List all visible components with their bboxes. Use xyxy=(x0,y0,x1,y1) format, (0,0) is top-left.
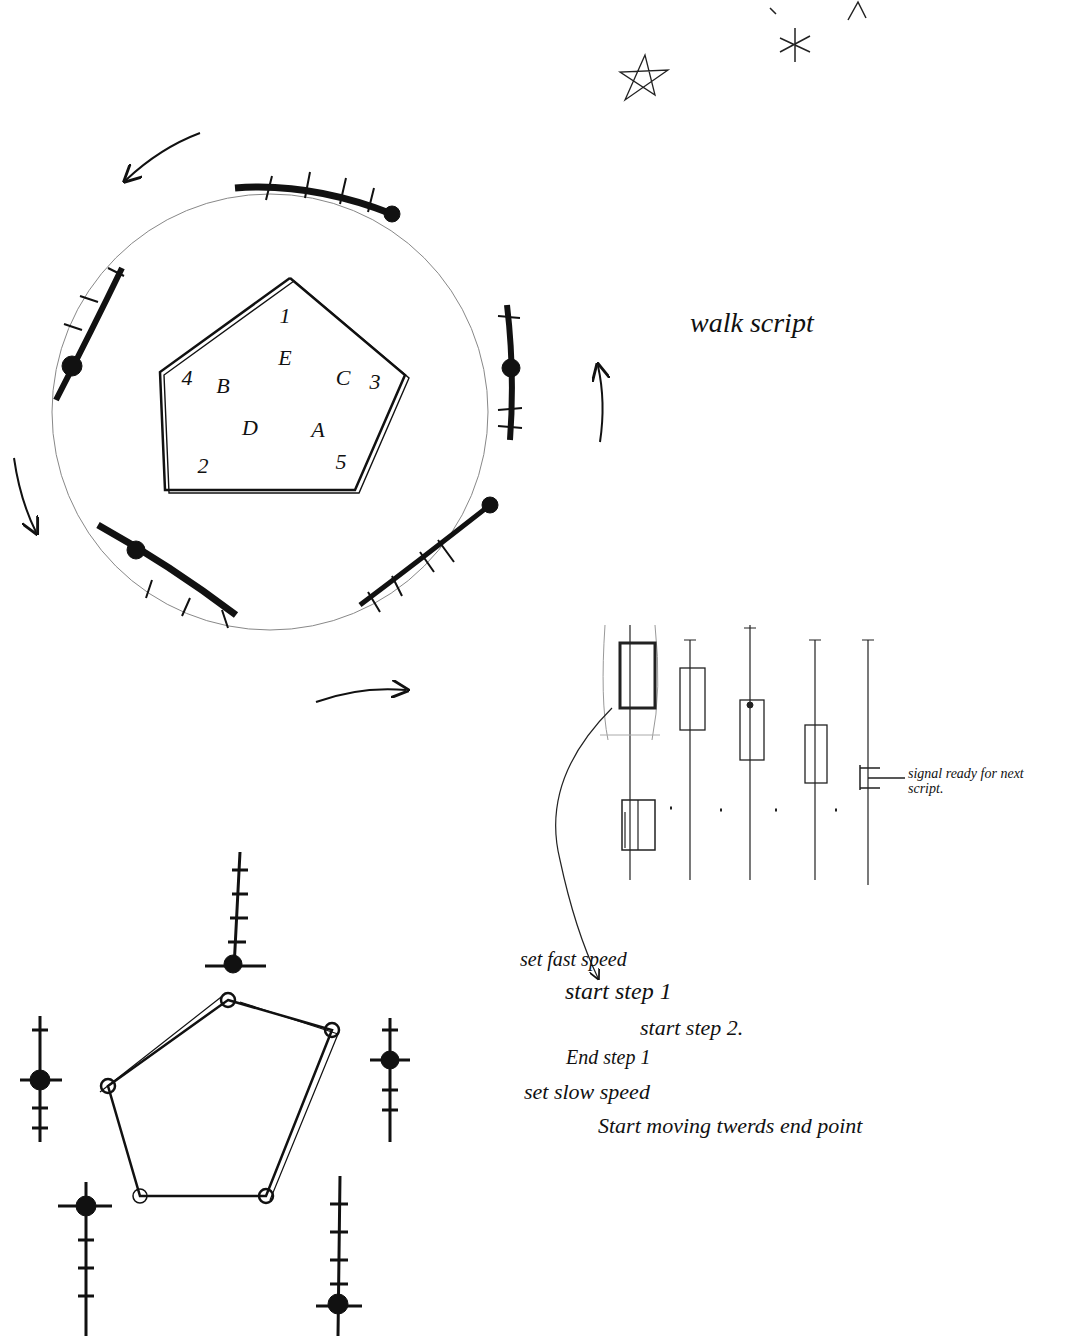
leg-letter: D xyxy=(242,417,258,439)
corner-number: 5 xyxy=(336,451,347,473)
leg-joint xyxy=(62,356,82,376)
body-pentagon: 1E 4 B C3D A 2 5 xyxy=(155,272,411,498)
pentagon-outline xyxy=(160,278,405,490)
pentagon-sketch-line xyxy=(164,281,409,493)
body-sketch-line xyxy=(100,994,338,1200)
leg-tick xyxy=(498,316,522,428)
script-step: Start moving twerds end point xyxy=(598,1114,862,1138)
step-box xyxy=(622,800,655,850)
rotation-arrow xyxy=(316,689,406,702)
guide-line xyxy=(600,735,660,736)
sync-dot xyxy=(670,808,837,810)
leg-joint xyxy=(482,497,498,513)
leg-joint xyxy=(502,359,520,377)
bottom-figure xyxy=(20,852,410,1336)
star-doodle xyxy=(620,55,668,100)
leg-letter: B xyxy=(216,375,229,397)
script-step: start step 2. xyxy=(640,1016,743,1040)
sketch-title: walk script xyxy=(690,308,814,339)
leg-bar xyxy=(205,852,266,968)
joint-circle xyxy=(101,1079,115,1093)
joint-circle xyxy=(259,1189,273,1203)
script-step: set fast speed xyxy=(520,948,627,970)
ready-signal xyxy=(860,765,905,790)
body-pentagon xyxy=(108,1000,332,1196)
leg-letter: C xyxy=(336,367,351,389)
leg-letter: A xyxy=(311,419,324,441)
corner-number: 4 xyxy=(182,367,193,389)
step-hatch xyxy=(625,800,638,850)
step-dot xyxy=(747,702,753,708)
leg-bar xyxy=(56,268,122,400)
joint-circle xyxy=(221,993,235,1007)
leg-joint xyxy=(76,1196,96,1216)
leg-joint xyxy=(224,955,242,973)
step-box xyxy=(680,668,705,730)
rotation-arrow xyxy=(598,366,603,442)
body-circle xyxy=(52,194,488,630)
leg-tick xyxy=(368,540,454,612)
joint-circle xyxy=(133,1189,147,1203)
joint-circle xyxy=(325,1023,339,1037)
leg-tick xyxy=(146,580,228,628)
leg-joint xyxy=(381,1051,399,1069)
timing-line xyxy=(630,625,868,885)
rotation-arrow xyxy=(126,133,200,180)
leg-bar xyxy=(360,505,490,605)
leg-bar xyxy=(58,1182,112,1336)
step-box xyxy=(740,700,764,760)
leg-letter: E xyxy=(278,347,291,369)
star-doodle xyxy=(780,28,810,62)
timing-diagram xyxy=(556,625,905,978)
leg-tick xyxy=(64,268,124,330)
leg-bar xyxy=(98,525,236,615)
timing-tick xyxy=(684,628,874,640)
step-box xyxy=(620,643,655,708)
leg-bar xyxy=(316,1176,362,1336)
script-step: set slow speed xyxy=(524,1080,650,1104)
step-box xyxy=(805,725,827,783)
corner-number: 3 xyxy=(370,371,381,393)
leg-joint xyxy=(328,1294,348,1314)
leg-joint xyxy=(127,541,145,559)
leg-bar xyxy=(20,1016,62,1142)
script-step: End step 1 xyxy=(566,1046,650,1068)
leg-tick xyxy=(266,172,374,212)
corner-number: 2 xyxy=(198,455,209,477)
leg-joint xyxy=(30,1070,50,1090)
leg-symbol xyxy=(56,172,522,628)
corner-number: 1 xyxy=(280,305,291,327)
leg-joint xyxy=(384,206,400,222)
star-doodle xyxy=(770,2,866,20)
signal-note: signal ready for next script. xyxy=(908,766,1028,797)
leg-bar xyxy=(370,1018,410,1142)
expand-arrow xyxy=(556,708,612,978)
script-step: start step 1 xyxy=(565,978,672,1004)
rotation-arrow xyxy=(14,458,36,532)
